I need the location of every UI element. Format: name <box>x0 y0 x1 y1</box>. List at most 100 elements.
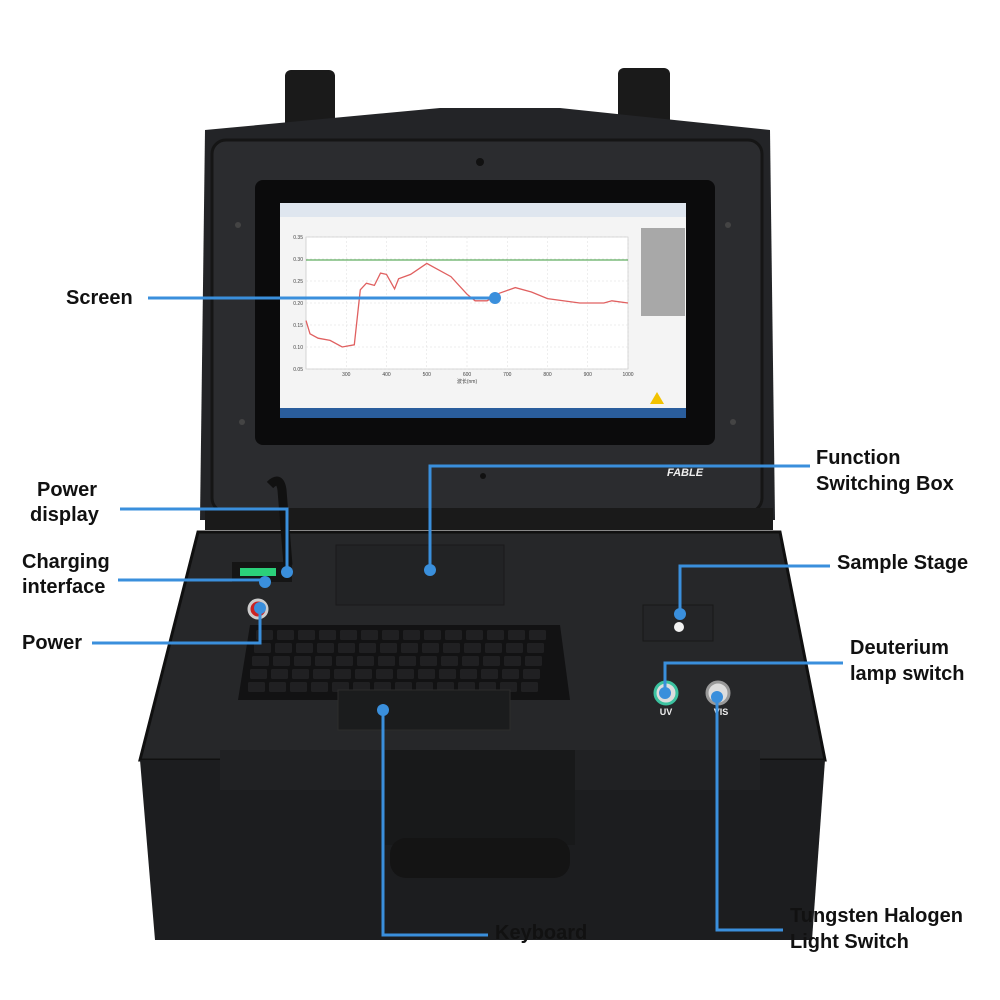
keyboard-key <box>399 656 416 666</box>
keyboard-key <box>382 630 399 640</box>
keyboard-key <box>508 630 525 640</box>
keyboard-key <box>254 643 271 653</box>
keyboard-key <box>315 656 332 666</box>
callout-power-display-line2: display <box>30 504 99 526</box>
keyboard-key <box>397 669 414 679</box>
keyboard-key <box>273 656 290 666</box>
callout-dots <box>254 292 723 716</box>
keyboard-key <box>504 656 521 666</box>
keyboard-key <box>422 643 439 653</box>
keyboard-key <box>481 669 498 679</box>
y-tick-label: 0.20 <box>293 301 303 307</box>
keyboard-key <box>357 656 374 666</box>
keyboard-key <box>275 643 292 653</box>
x-tick-label: 900 <box>584 372 593 378</box>
keyboard-key <box>319 630 336 640</box>
keyboard-key <box>443 643 460 653</box>
keyboard-key <box>420 656 437 666</box>
callout-deuterium-line1: Deuterium <box>850 637 949 659</box>
keyboard-key <box>445 630 462 640</box>
callout-charging-line1: Charging <box>22 551 110 573</box>
keyboard-key <box>311 682 328 692</box>
keyboard-key <box>487 630 504 640</box>
keyboard-key <box>294 656 311 666</box>
keyboard-key <box>502 669 519 679</box>
power-display <box>240 568 276 576</box>
keyboard-key <box>361 630 378 640</box>
keyboard-key <box>378 656 395 666</box>
y-tick-label: 0.10 <box>293 345 303 351</box>
keyboard-key <box>525 656 542 666</box>
keyboard-key <box>298 630 315 640</box>
y-tick-label: 0.35 <box>293 235 303 241</box>
x-tick-label: 400 <box>382 372 391 378</box>
callout-function-box-line1: Function <box>816 447 901 469</box>
keyboard-key <box>401 643 418 653</box>
keyboard-key <box>424 630 441 640</box>
keyboard-key <box>441 656 458 666</box>
x-tick-label: 600 <box>463 372 472 378</box>
keyboard-key <box>485 643 502 653</box>
keyboard-key <box>250 669 267 679</box>
logo-icon <box>650 392 664 404</box>
callout-tungsten-line2: Light Switch <box>790 931 909 953</box>
keyboard-key <box>296 643 313 653</box>
callout-screen: Screen <box>66 287 133 309</box>
keyboard-key <box>506 643 523 653</box>
x-tick-label: 1000 <box>622 372 633 378</box>
sample-port <box>674 622 684 632</box>
callout-sample-stage: Sample Stage <box>837 552 969 574</box>
callout-tungsten-line1: Tungsten Halogen <box>790 905 963 927</box>
keyboard-key <box>340 630 357 640</box>
callout-keyboard: Keyboard <box>495 922 588 944</box>
keyboard-key <box>462 656 479 666</box>
keyboard-key <box>460 669 477 679</box>
keyboard-key <box>317 643 334 653</box>
x-axis-label: 波长(nm) <box>457 378 478 385</box>
keyboard-key <box>464 643 481 653</box>
brand-logo: FABLE <box>667 467 704 479</box>
keyboard-key <box>359 643 376 653</box>
keyboard-key <box>313 669 330 679</box>
keyboard-key <box>292 669 309 679</box>
carry-handle <box>390 838 570 878</box>
keyboard-key <box>248 682 265 692</box>
keyboard-key <box>336 656 353 666</box>
callout-deuterium-line2: lamp switch <box>850 663 965 685</box>
callout-power: Power <box>22 632 83 654</box>
callout-charging-line2: interface <box>22 576 106 598</box>
keyboard-key <box>521 682 538 692</box>
callout-lines <box>92 296 843 937</box>
callout-power-display-line1: Power <box>37 479 98 501</box>
keyboard-key <box>290 682 307 692</box>
keyboard-key <box>529 630 546 640</box>
keyboard-key <box>403 630 420 640</box>
keyboard-key <box>483 656 500 666</box>
uv-label: UV <box>660 707 673 717</box>
touchpad[interactable] <box>337 689 511 731</box>
keyboard-key <box>523 669 540 679</box>
keyboard-key <box>380 643 397 653</box>
keyboard-key <box>338 643 355 653</box>
y-tick-label: 0.25 <box>293 279 303 285</box>
taskbar <box>280 408 686 418</box>
callout-function-box-line2: Switching Box <box>816 473 954 495</box>
keyboard-key <box>466 630 483 640</box>
keyboard-key <box>355 669 372 679</box>
x-tick-label: 500 <box>423 372 432 378</box>
x-tick-label: 300 <box>342 372 351 378</box>
keyboard-key <box>418 669 435 679</box>
keyboard-key <box>252 656 269 666</box>
keyboard-key <box>334 669 351 679</box>
left-latch <box>285 70 335 130</box>
x-tick-label: 800 <box>543 372 552 378</box>
case-base: UV VIS <box>138 476 827 940</box>
y-tick-label: 0.05 <box>293 367 303 373</box>
right-latch <box>618 68 670 130</box>
keyboard-key <box>376 669 393 679</box>
x-tick-label: 700 <box>503 372 512 378</box>
keyboard-key <box>277 630 294 640</box>
